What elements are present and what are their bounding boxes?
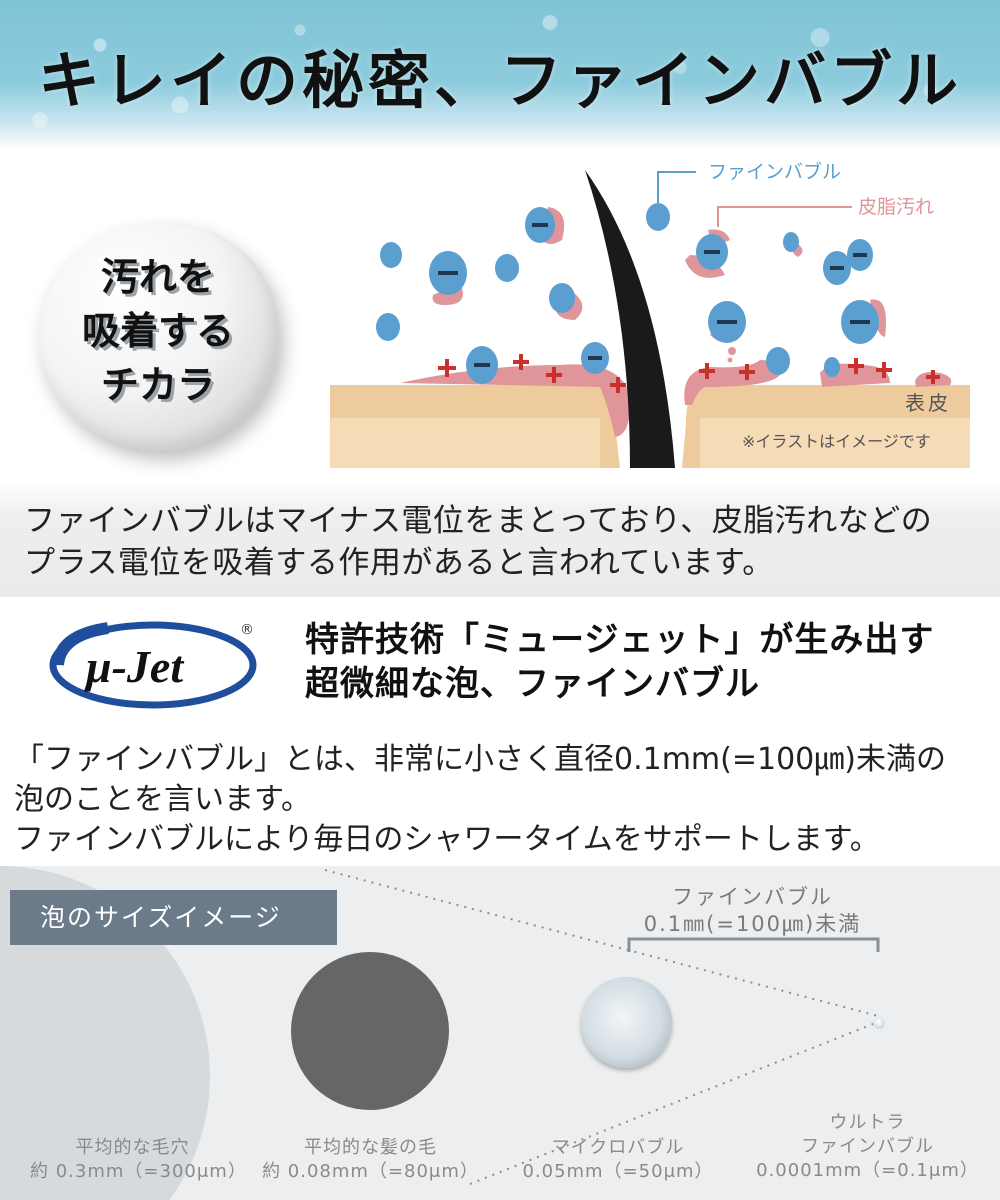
caption-hair: 平均的な髪の毛 約 0.08mm（=80μm） bbox=[262, 1137, 479, 1182]
hair-size-circle bbox=[291, 952, 449, 1110]
caption-pore: 平均的な毛穴 約 0.3mm（=300μm） bbox=[30, 1137, 247, 1182]
label-epidermis: 表皮 bbox=[905, 391, 951, 415]
explanation-band bbox=[0, 482, 1000, 597]
description-line: 泡のことを言います。 bbox=[14, 782, 311, 817]
skin-right-icon bbox=[682, 385, 970, 468]
page-title: キレイの秘密、ファインバブル bbox=[37, 44, 962, 117]
size-guide-lines bbox=[324, 869, 880, 1185]
hero-banner bbox=[0, 0, 1000, 150]
adsorption-power-badge: 汚れを 吸着する チカラ bbox=[38, 250, 278, 412]
mu-jet-headline: 特許技術「ミュージェット」が生み出す 超微細な泡、ファインバブル bbox=[305, 618, 995, 706]
skin-left-icon bbox=[330, 385, 620, 468]
label-sebum: 皮脂汚れ bbox=[858, 196, 934, 218]
plus-charge-icon bbox=[438, 354, 940, 393]
water-droplet-badge bbox=[38, 222, 278, 450]
registered-mark: ® bbox=[240, 622, 254, 638]
headline-line: 超微細な泡、ファインバブル bbox=[305, 664, 760, 704]
hair-strand-icon bbox=[585, 170, 675, 468]
fine-bubble-range-label: ファインバブル 0.1㎜(=100㎛)未満 bbox=[643, 885, 862, 936]
badge-line: 吸着する bbox=[81, 309, 234, 353]
label-fine-bubble: ファインバブル bbox=[708, 160, 841, 183]
explanation-line: ファインバブルはマイナス電位をまとっており、皮脂汚れなどの bbox=[24, 503, 933, 539]
explanation-line: プラス電位を吸着する作用があると言われています。 bbox=[24, 545, 774, 581]
logo-text: μ-Jet bbox=[84, 641, 184, 692]
caption-ultra-fine-bubble: ウルトラ ファインバブル 0.0001mm（=0.1μm） bbox=[756, 1112, 979, 1181]
badge-line: 汚れを bbox=[100, 255, 215, 299]
micro-bubble-icon bbox=[581, 977, 672, 1068]
explanation-text: ファインバブルはマイナス電位をまとっており、皮脂汚れなどの プラス電位を吸着する… bbox=[24, 500, 994, 584]
badge-line: チカラ bbox=[100, 363, 215, 407]
description-line: ファインバブルにより毎日のシャワータイムをサポートします。 bbox=[14, 822, 880, 857]
ultra-fine-bubble-icon bbox=[873, 1017, 885, 1029]
description-line: 「ファインバブル」とは、非常に小さく直径0.1mm(=100㎛)未満の bbox=[14, 742, 946, 777]
adsorption-diagram: ファインバブル 皮脂汚れ 表皮 ※イラストはイメージです bbox=[330, 155, 970, 470]
illustration-note: ※イラストはイメージです bbox=[742, 432, 931, 451]
fine-bubble-description: 「ファインバブル」とは、非常に小さく直径0.1mm(=100㎛)未満の 泡のこと… bbox=[14, 740, 1000, 860]
bubble-size-section-label: 泡のサイズイメージ bbox=[10, 890, 337, 945]
headline-line: 特許技術「ミュージェット」が生み出す bbox=[305, 620, 935, 660]
mu-jet-logo: μ-Jet bbox=[49, 621, 257, 709]
caption-micro-bubble: マイクロバブル 0.05mm（=50μm） bbox=[522, 1137, 714, 1182]
